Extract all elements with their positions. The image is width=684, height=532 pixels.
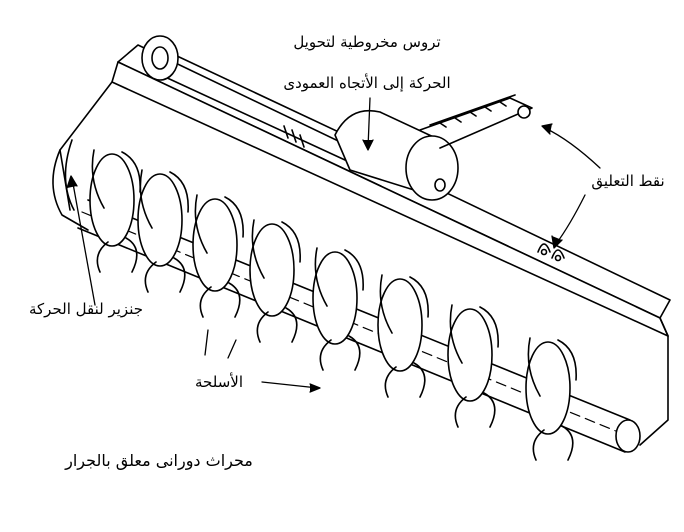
blade-arrow-1 [204,329,209,356]
hitch-arrow-upper-head [541,123,553,135]
hitch-arm [419,94,533,149]
hitch-points-label: نقط التعليق [591,172,665,190]
chain-arrow-head [66,175,78,189]
hitch-arrow-upper [544,127,601,169]
gear-label-line1: تروس مخروطية لتحويل [293,33,441,51]
gear-arrow-head [362,139,374,151]
leader-arrows [66,97,601,393]
hitch-arrow-lower [555,194,586,245]
rotor-blades [89,149,577,461]
gearbox [283,110,459,201]
chain-label: جنزير لنقل الحركة [29,300,143,318]
gear-label-line2: الحركة إلى الأتجاه العمودى [283,74,451,92]
hitch-lugs [537,243,565,262]
chain-arrow [71,177,96,306]
diagram-caption: محراث دورانى معلق بالجرار [65,451,253,470]
blade-arrow-3 [261,381,319,389]
top-shaft [141,35,361,161]
blades-label: الأسلحة [195,373,243,391]
blade-arrow-2 [227,339,237,359]
hitch-arrow-lower-head [551,235,563,249]
gear-arrow [367,97,371,149]
chain-case [52,139,89,231]
blade-arrow-3-head [309,383,321,393]
